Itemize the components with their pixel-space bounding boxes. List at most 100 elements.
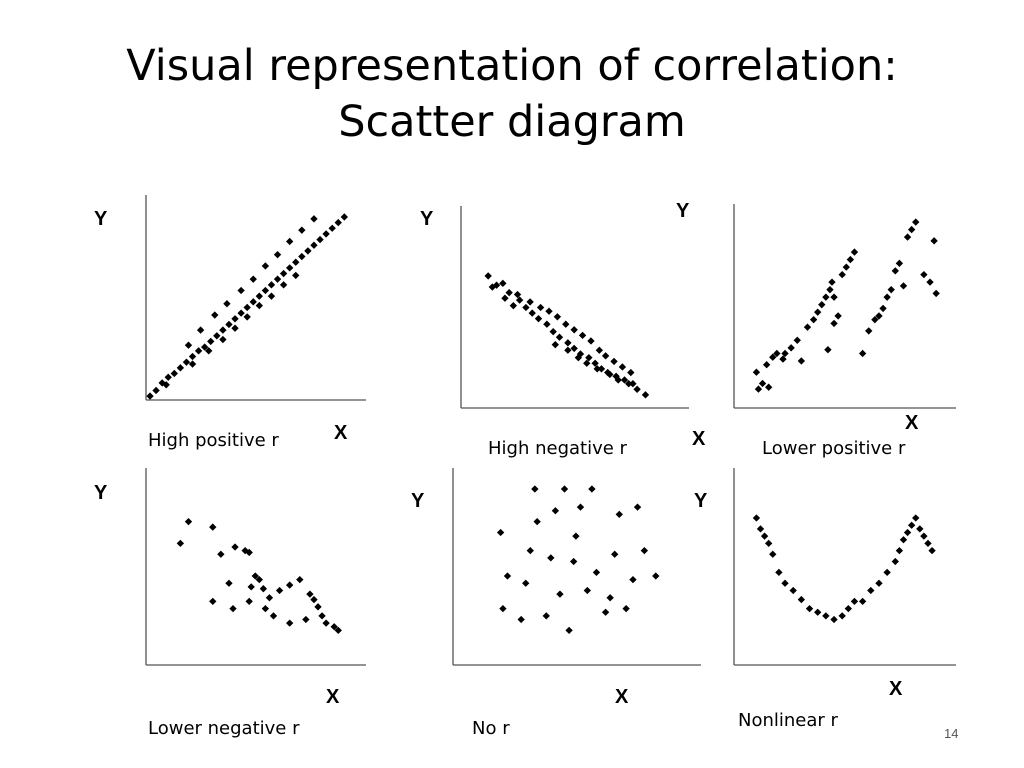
plot-6-point-24 bbox=[903, 528, 912, 537]
plot-1-point-37 bbox=[211, 311, 219, 319]
plot-5-point-18 bbox=[583, 586, 592, 595]
plot-2-point-32 bbox=[570, 326, 578, 334]
plot-6-caption: Nonlinear r bbox=[738, 710, 838, 731]
plot-1-point-46 bbox=[188, 360, 197, 368]
plot-3-y-label: Y bbox=[676, 200, 690, 222]
scatter-plot-1 bbox=[145, 195, 366, 401]
plot-3-caption: Lower positive r bbox=[762, 438, 906, 459]
plot-2-point-10 bbox=[534, 314, 543, 323]
plot-5-point-3 bbox=[503, 572, 512, 580]
plot-5-point-21 bbox=[601, 608, 610, 616]
plot-5-point-25 bbox=[622, 604, 630, 613]
plot-3-point-4 bbox=[762, 361, 771, 369]
plot-3-x-label: X bbox=[905, 412, 919, 434]
plot-1-point-14 bbox=[219, 326, 227, 334]
slide-title: Visual representation of correlation: Sc… bbox=[0, 38, 1024, 150]
plot-2-point-8 bbox=[522, 303, 530, 312]
plot-1-point-23 bbox=[273, 275, 282, 283]
plot-3-point-3 bbox=[758, 379, 767, 388]
plot-6-point-16 bbox=[850, 597, 859, 606]
plot-2-point-19 bbox=[597, 365, 606, 373]
plot-3-point-17 bbox=[822, 293, 830, 301]
plot-5-point-9 bbox=[542, 612, 550, 620]
plot-2-point-9 bbox=[528, 309, 536, 317]
plot-5-y-label: Y bbox=[411, 490, 425, 512]
plot-2-y-label: Y bbox=[420, 208, 434, 230]
plot-6-point-1 bbox=[752, 514, 761, 522]
plot-4-point-8 bbox=[247, 583, 255, 591]
plot-3-point-21 bbox=[830, 319, 838, 328]
plot-2-point-22 bbox=[625, 380, 633, 388]
plot-4-point-14 bbox=[229, 604, 237, 613]
plot-4-point-13 bbox=[225, 579, 233, 587]
plot-1-point-11 bbox=[200, 343, 209, 351]
plot-2-point-30 bbox=[553, 313, 562, 321]
plot-1-point-30 bbox=[316, 235, 324, 244]
plot-3-point-38 bbox=[903, 233, 912, 241]
plot-6-point-12 bbox=[822, 612, 830, 620]
plot-6-point-8 bbox=[789, 586, 797, 595]
plot-3-point-42 bbox=[926, 278, 934, 286]
plot-2-point-40 bbox=[551, 340, 559, 349]
scatter-plot-3 bbox=[733, 204, 956, 409]
plot-4-point-4 bbox=[217, 550, 225, 558]
plot-2-point-12 bbox=[549, 327, 557, 336]
scatter-plot-5 bbox=[452, 468, 701, 666]
plot-1-point-51 bbox=[255, 301, 263, 310]
plot-2-point-3 bbox=[492, 281, 501, 289]
plot-6-point-20 bbox=[883, 568, 891, 577]
plot-1-point-24 bbox=[279, 269, 288, 278]
plot-3-point-1 bbox=[752, 368, 761, 376]
plot-5-point-29 bbox=[652, 572, 660, 580]
plot-2-point-36 bbox=[601, 352, 610, 360]
plot-3-point-41 bbox=[920, 270, 928, 279]
plot-1-point-6 bbox=[170, 369, 178, 378]
plot-2-point-48 bbox=[629, 380, 637, 388]
plot-5-point-4 bbox=[517, 615, 525, 624]
plot-1-point-47 bbox=[205, 347, 213, 355]
plot-6-point-18 bbox=[867, 586, 875, 595]
plot-4-point-28 bbox=[322, 619, 330, 627]
plot-2-point-41 bbox=[564, 346, 572, 354]
plot-3-point-13 bbox=[803, 323, 812, 331]
plot-1-point-4 bbox=[162, 381, 170, 389]
plot-2-point-6 bbox=[509, 301, 518, 310]
plot-1-point-19 bbox=[249, 298, 257, 306]
plot-5-point-28 bbox=[640, 546, 649, 555]
plot-4-point-15 bbox=[245, 597, 253, 606]
plot-3-point-30 bbox=[871, 315, 879, 324]
plot-4-point-12 bbox=[209, 597, 217, 606]
plot-6-point-30 bbox=[928, 546, 936, 555]
plot-1-point-25 bbox=[286, 264, 294, 272]
plot-5-point-11 bbox=[551, 507, 560, 515]
plot-6-point-28 bbox=[920, 532, 928, 540]
plot-1-point-5 bbox=[164, 373, 172, 381]
plot-2-point-25 bbox=[505, 288, 513, 297]
plot-1-y-label: Y bbox=[94, 208, 108, 230]
plot-2-point-37 bbox=[610, 357, 618, 366]
plot-2-point-46 bbox=[612, 372, 620, 380]
plot-1-point-48 bbox=[219, 335, 227, 344]
plot-1-point-13 bbox=[213, 332, 221, 340]
plot-3-point-43 bbox=[930, 237, 938, 245]
plot-3-point-24 bbox=[838, 270, 846, 279]
plot-1-x-label: X bbox=[334, 422, 348, 444]
plot-3-point-44 bbox=[932, 289, 940, 298]
plot-4-point-2 bbox=[184, 517, 193, 526]
plot-4-point-11 bbox=[259, 585, 268, 593]
plot-1-point-16 bbox=[231, 315, 239, 323]
plot-4-point-25 bbox=[269, 612, 278, 620]
plot-2-point-27 bbox=[526, 298, 534, 306]
plot-1-point-52 bbox=[267, 292, 276, 300]
plot-1-point-17 bbox=[237, 309, 245, 317]
plot-1-point-34 bbox=[340, 213, 349, 221]
plot-1-point-22 bbox=[267, 281, 276, 289]
plot-1-point-36 bbox=[196, 326, 205, 334]
plot-6-y-label: Y bbox=[694, 490, 708, 512]
plot-4-point-18 bbox=[275, 586, 284, 595]
plot-6-point-29 bbox=[924, 539, 932, 548]
plot-1-point-42 bbox=[273, 250, 282, 259]
plot-4-point-7 bbox=[245, 548, 253, 557]
plot-5-point-8 bbox=[533, 517, 541, 526]
plot-2-point-18 bbox=[591, 359, 599, 367]
